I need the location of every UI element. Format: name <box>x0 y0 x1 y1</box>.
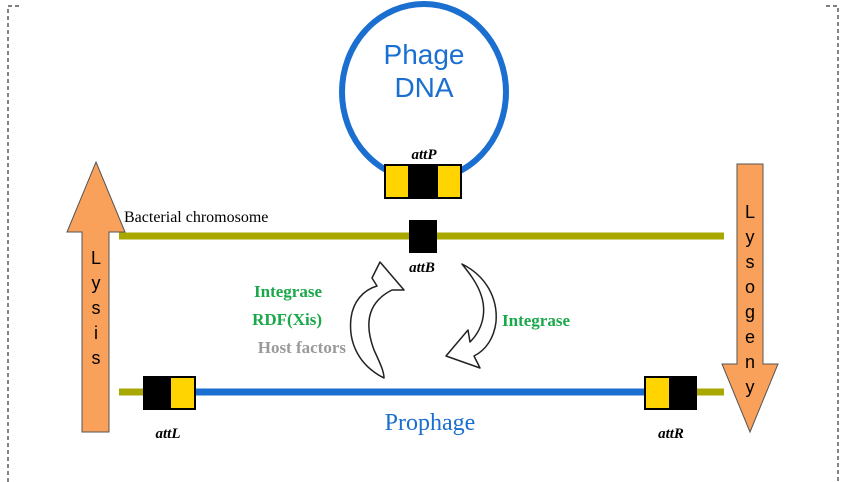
integration-curved-arrow <box>445 263 497 369</box>
excision-curved-arrow <box>349 261 405 379</box>
lysogeny-letter: n <box>745 352 755 372</box>
bacterial-chromosome-label: Bacterial chromosome <box>124 209 268 226</box>
attp-site <box>384 164 462 199</box>
lysogeny-letter: y <box>746 227 755 247</box>
attb-site <box>409 220 437 253</box>
lysogeny-letter: L <box>745 202 755 222</box>
lysis-letter: y <box>92 273 101 293</box>
attp-label: attP <box>412 147 438 163</box>
host-factors-label: Host factors <box>258 338 347 357</box>
lysis-arrow <box>66 160 126 433</box>
lysogeny-letter: o <box>745 277 755 297</box>
integrase-right-label: Integrase <box>502 311 570 330</box>
phage-label-line2: DNA <box>394 72 453 103</box>
attl-label: attL <box>156 426 181 442</box>
attr-site <box>644 376 697 410</box>
lysis-letter: s <box>92 348 101 368</box>
integrase-left-label: Integrase <box>254 282 322 301</box>
phage-label-line1: Phage <box>384 39 465 70</box>
lysogeny-letter: g <box>745 302 755 322</box>
attr-label: attR <box>658 426 684 442</box>
lysogeny-arrow <box>721 163 779 434</box>
attl-site <box>143 376 196 410</box>
lysogeny-letter: e <box>745 327 755 347</box>
lysogeny-label: L y s o g e n y <box>745 202 755 397</box>
dashed-border <box>7 5 839 482</box>
lysis-label: L y s i s <box>91 248 101 368</box>
lysogeny-letter: s <box>746 252 755 272</box>
lysogeny-letter: y <box>746 377 755 397</box>
attb-label: attB <box>409 260 435 276</box>
lysis-letter: L <box>91 248 101 268</box>
lysis-letter: i <box>94 323 98 343</box>
prophage-label: Prophage <box>385 410 476 436</box>
rdf-xis-label: RDF(Xis) <box>252 310 322 329</box>
lysis-letter: s <box>92 298 101 318</box>
